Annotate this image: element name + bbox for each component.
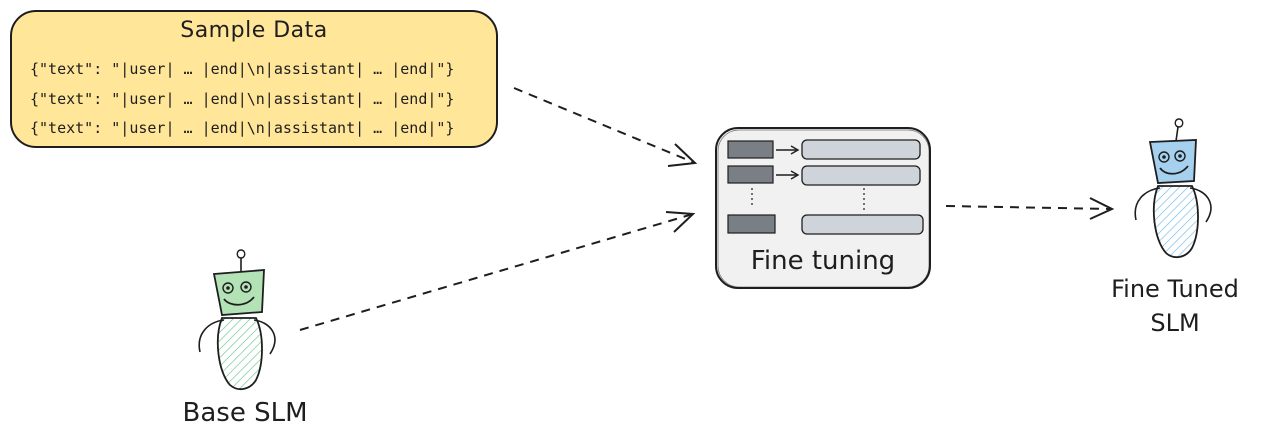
fine-tuning-box	[715, 127, 931, 289]
sample-data-line: {"text": "|user| … |end|\n|assistant| … …	[30, 90, 455, 108]
arrow-finetune-to-tuned	[945, 197, 1115, 220]
base-slm-label: Base SLM	[182, 398, 308, 428]
fine-tuned-slm-label-line2: SLM	[1150, 309, 1200, 337]
fine-tuned-slm-label-line1: Fine Tuned	[1111, 275, 1239, 303]
arrow-base-to-finetune	[299, 211, 696, 331]
arrow-data-to-finetune	[513, 87, 698, 167]
sample-data-box: Sample Data {"text": "|user| … |end|\n|a…	[10, 10, 498, 148]
sample-data-line: {"text": "|user| … |end|\n|assistant| … …	[30, 119, 455, 137]
fine-tuning-label: Fine tuning	[750, 246, 896, 276]
sample-data-title: Sample Data	[180, 18, 328, 43]
sample-data-line: {"text": "|user| … |end|\n|assistant| … …	[30, 60, 455, 78]
fine-tuned-slm-robot-icon	[1134, 118, 1212, 259]
fine-tuned-slm-label: Fine Tuned SLM	[1090, 272, 1260, 340]
base-slm-robot-icon	[198, 249, 276, 391]
